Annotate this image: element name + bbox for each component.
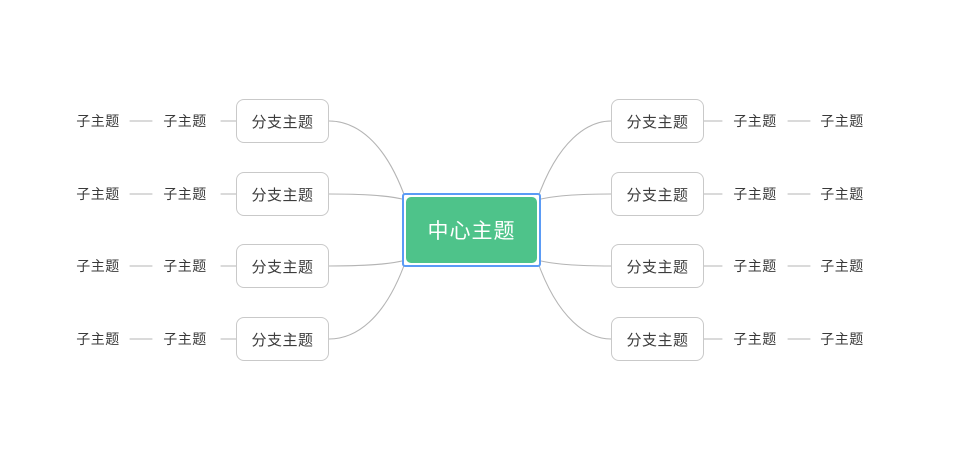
center-to-left-branch-2 [328, 193, 407, 201]
branch-node-right-3[interactable]: 分支主题 [611, 244, 704, 288]
center-to-right-branch-4 [536, 259, 612, 340]
leaf-node-left-row3-depth2[interactable]: 子主题 [76, 258, 120, 274]
leaf-node-right-row2-depth1[interactable]: 子主题 [733, 186, 777, 202]
leaf-node-right-row2-depth2[interactable]: 子主题 [820, 186, 864, 202]
center-to-left-branch-3 [328, 259, 407, 267]
center-to-right-branch-3 [536, 259, 612, 267]
leaf-node-left-row4-depth1[interactable]: 子主题 [163, 331, 207, 347]
leaf-node-right-row3-depth2[interactable]: 子主题 [820, 258, 864, 274]
branch-node-left-2[interactable]: 分支主题 [236, 172, 329, 216]
leaf-node-left-row3-depth1[interactable]: 子主题 [163, 258, 207, 274]
branch-node-left-3[interactable]: 分支主题 [236, 244, 329, 288]
leaf-node-left-row1-depth1[interactable]: 子主题 [163, 113, 207, 129]
leaf-node-right-row4-depth2[interactable]: 子主题 [820, 331, 864, 347]
branch-node-right-1[interactable]: 分支主题 [611, 99, 704, 143]
leaf-node-right-row3-depth1[interactable]: 子主题 [733, 258, 777, 274]
leaf-node-left-row4-depth2[interactable]: 子主题 [76, 331, 120, 347]
center-node[interactable]: 中心主题 [406, 197, 537, 263]
center-to-right-branch-1 [536, 120, 612, 201]
branch-node-right-4[interactable]: 分支主题 [611, 317, 704, 361]
leaf-node-right-row4-depth1[interactable]: 子主题 [733, 331, 777, 347]
leaf-node-left-row2-depth2[interactable]: 子主题 [76, 186, 120, 202]
center-to-left-branch-1 [328, 120, 407, 201]
center-to-right-branch-2 [536, 193, 612, 201]
branch-node-right-2[interactable]: 分支主题 [611, 172, 704, 216]
leaf-node-left-row2-depth1[interactable]: 子主题 [163, 186, 207, 202]
leaf-node-left-row1-depth2[interactable]: 子主题 [76, 113, 120, 129]
branch-node-left-1[interactable]: 分支主题 [236, 99, 329, 143]
leaf-node-right-row1-depth1[interactable]: 子主题 [733, 113, 777, 129]
leaf-node-right-row1-depth2[interactable]: 子主题 [820, 113, 864, 129]
center-to-left-branch-4 [328, 259, 407, 340]
branch-node-left-4[interactable]: 分支主题 [236, 317, 329, 361]
